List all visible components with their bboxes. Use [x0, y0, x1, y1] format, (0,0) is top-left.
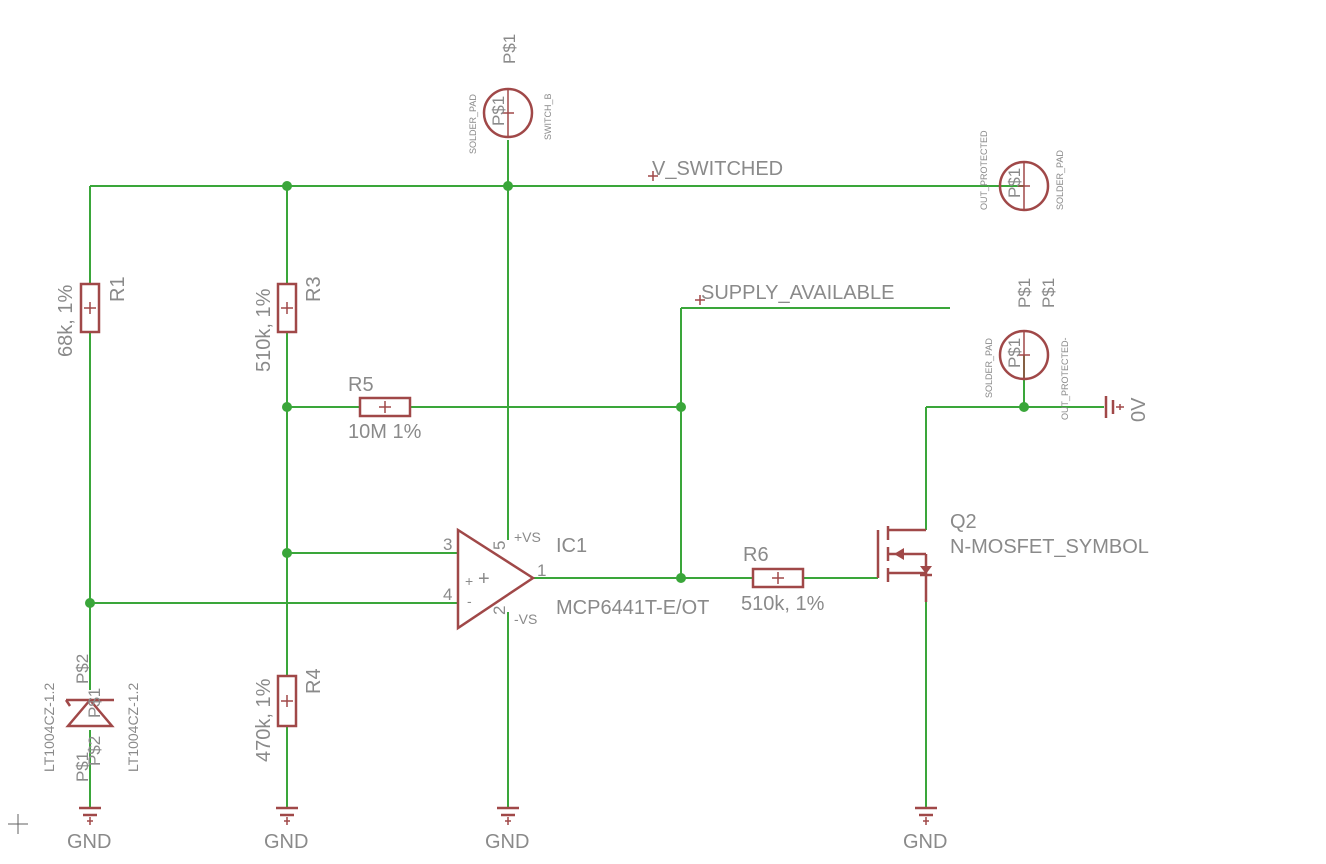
- resistor-r5: R5 10M 1%: [348, 374, 422, 443]
- junction-dot: [282, 548, 292, 558]
- pad-out-positive-pin: P$1: [1005, 168, 1024, 198]
- resistor-r4: R4 470k, 1%: [253, 668, 325, 762]
- r1-value: 68k, 1%: [55, 285, 77, 357]
- pad-out-negative-left-label: SOLDER_PAD: [984, 338, 994, 398]
- junctions: [85, 181, 1029, 608]
- origin-crosshair: [8, 814, 28, 834]
- net-v-switched-label: V_SWITCHED: [652, 158, 783, 180]
- r4-name: R4: [303, 668, 325, 694]
- supply-0v: 0V: [1104, 396, 1150, 422]
- pad-out-positive-name: P$1: [1015, 278, 1034, 308]
- r5-value: 10M 1%: [348, 421, 422, 443]
- r1-name: R1: [107, 276, 129, 302]
- opamp-minus-sign: -: [467, 593, 472, 609]
- junction-dot: [85, 598, 95, 608]
- pad-top-right-label: SWITCH_B: [543, 93, 553, 140]
- pad-out-positive-right-label: SOLDER_PAD: [1055, 150, 1065, 210]
- ref-part-left: LT1004CZ-1.2: [41, 683, 57, 772]
- opamp-vs-plus: +VS: [514, 529, 541, 545]
- pad-out-negative-right-label: OUT_PROTECTED-: [1060, 337, 1070, 420]
- pad-top-pin: P$1: [489, 96, 508, 126]
- gnd-symbol: GND: [264, 806, 308, 853]
- ref-pin-overlap-a: P$1: [85, 688, 104, 718]
- junction-dot: [1019, 402, 1029, 412]
- gnd-symbol: GND: [903, 806, 947, 853]
- gnd-label: GND: [264, 831, 308, 853]
- opamp-vs-minus: -VS: [514, 611, 537, 627]
- junction-dot: [503, 181, 513, 191]
- opamp-pin-2: 2: [490, 606, 509, 615]
- opamp-pin-5: 5: [490, 541, 509, 550]
- pad-out-negative: P$1 SOLDER_PAD OUT_PROTECTED- P$1: [984, 278, 1070, 420]
- pad-top: P$1 P$1 SOLDER_PAD SWITCH_B: [468, 34, 553, 154]
- mosfet-name: Q2: [950, 511, 977, 533]
- opamp-pin-1: 1: [537, 561, 546, 580]
- resistor-r1: R1 68k, 1%: [55, 276, 129, 357]
- net-label-v-switched: V_SWITCHED: [648, 158, 783, 181]
- junction-dot: [282, 402, 292, 412]
- net-supply-available-label: SUPPLY_AVAILABLE: [701, 282, 894, 304]
- gnd-symbol: GND: [67, 806, 111, 853]
- opamp-pin-3: 3: [443, 535, 452, 554]
- r6-name: R6: [743, 544, 769, 566]
- reference-diode: P$2 P$1 P$1 P$2 LT1004CZ-1.2 LT1004CZ-1.…: [41, 654, 141, 782]
- ref-pin-bottom: P$1: [73, 752, 92, 782]
- pad-out-positive: P$1 OUT_PROTECTED SOLDER_PAD P$1: [979, 130, 1065, 308]
- r3-value: 510k, 1%: [253, 288, 275, 372]
- opamp-center-mark: +: [478, 568, 490, 590]
- pad-top-name: P$1: [500, 34, 519, 64]
- r4-value: 470k, 1%: [253, 678, 275, 762]
- ref-part-right: LT1004CZ-1.2: [125, 683, 141, 772]
- resistor-r6: R6 510k, 1%: [741, 544, 825, 615]
- gnd-label: GND: [67, 831, 111, 853]
- gnd-label: GND: [485, 831, 529, 853]
- junction-dot: [282, 181, 292, 191]
- gnd-symbol: GND: [485, 806, 529, 853]
- opamp-pin-4: 4: [443, 585, 452, 604]
- junction-dot: [676, 402, 686, 412]
- resistor-r3: R3 510k, 1%: [253, 276, 325, 372]
- pad-out-negative-pin: P$1: [1005, 338, 1024, 368]
- junction-dot: [676, 573, 686, 583]
- opamp-plus-sign: +: [465, 573, 473, 589]
- r5-name: R5: [348, 374, 374, 396]
- net-label-supply-available: SUPPLY_AVAILABLE: [695, 282, 894, 305]
- wires: [89, 140, 1104, 808]
- gnd-label: GND: [903, 831, 947, 853]
- opamp-part: MCP6441T-E/OT: [556, 597, 709, 619]
- ref-pin-overlap-b: P$2: [85, 736, 104, 766]
- mosfet-part: N-MOSFET_SYMBOL: [950, 536, 1149, 558]
- r3-name: R3: [303, 276, 325, 302]
- supply-0v-label: 0V: [1128, 397, 1150, 422]
- r6-value: 510k, 1%: [741, 593, 825, 615]
- pad-top-left-label: SOLDER_PAD: [468, 94, 478, 154]
- pad-out-negative-name: P$1: [1039, 278, 1058, 308]
- ref-pin-top: P$2: [73, 654, 92, 684]
- mosfet-q2: Q2 N-MOSFET_SYMBOL: [876, 511, 1149, 602]
- opamp-ic1: + - + 3 4 1 5 2 +VS -VS IC1 MCP6441T-E/O…: [443, 527, 709, 631]
- opamp-name: IC1: [556, 535, 587, 557]
- pad-out-positive-left-label: OUT_PROTECTED: [979, 130, 989, 210]
